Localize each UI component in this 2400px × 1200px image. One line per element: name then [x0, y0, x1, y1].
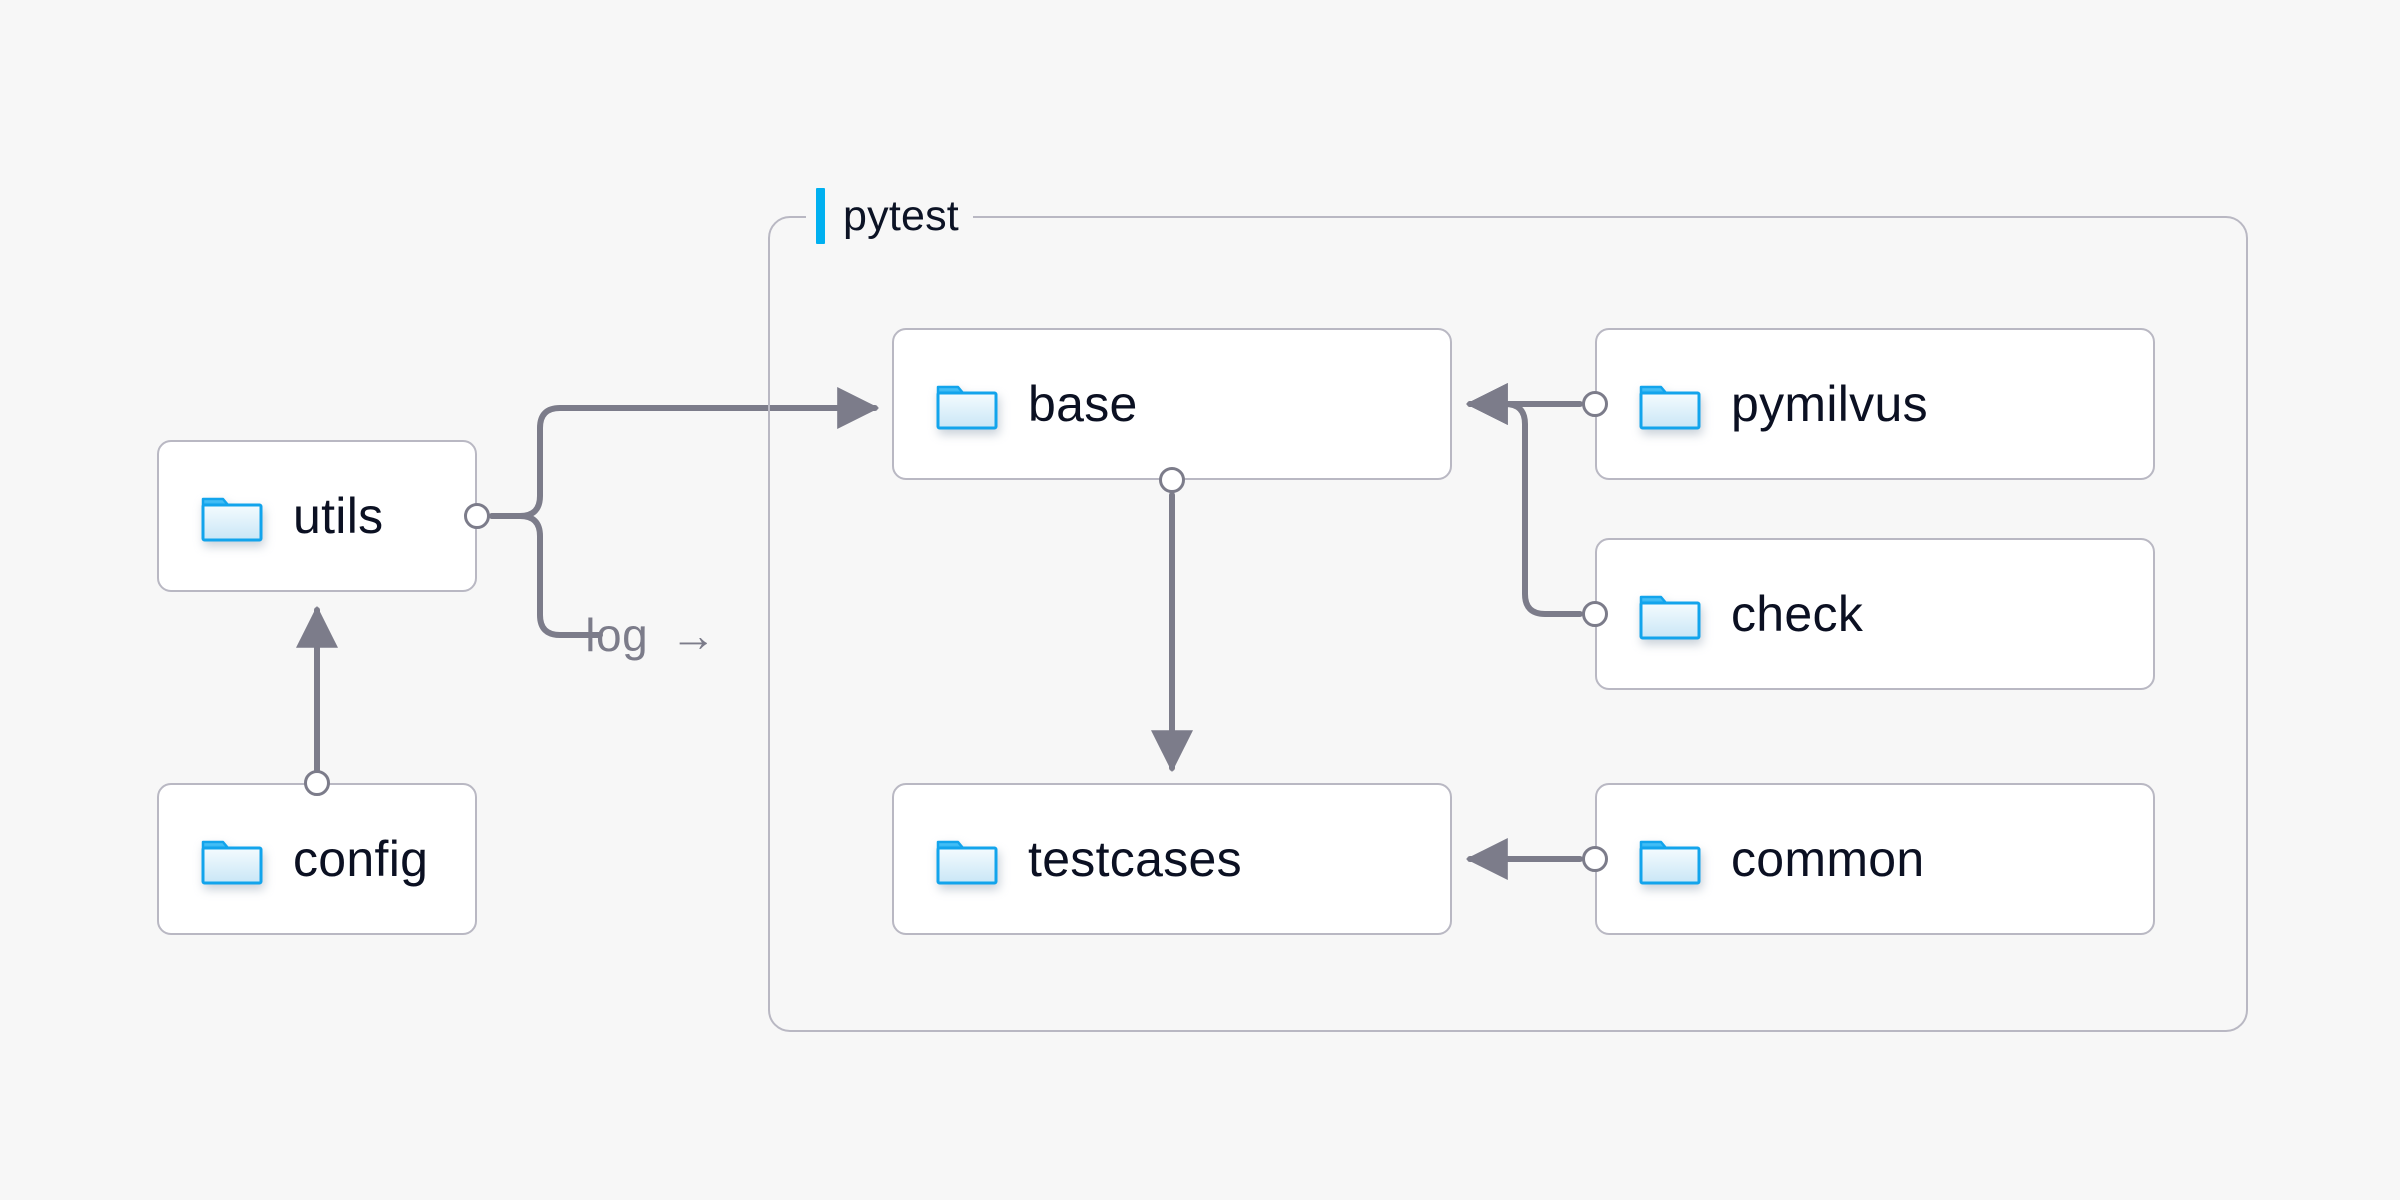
node-config-label: config — [293, 831, 429, 887]
group-pytest-label: pytest — [806, 185, 973, 247]
node-pymilvus-label: pymilvus — [1731, 376, 1928, 432]
folder-icon — [201, 833, 263, 885]
node-utils[interactable]: utils — [157, 440, 477, 592]
node-utils-label: utils — [293, 488, 384, 544]
node-check[interactable]: check — [1595, 538, 2155, 690]
node-base[interactable]: base — [892, 328, 1452, 480]
port-config-top[interactable] — [304, 770, 330, 796]
node-common-label: common — [1731, 831, 1925, 887]
port-base-bottom[interactable] — [1159, 467, 1185, 493]
folder-icon — [1639, 378, 1701, 430]
edge-label-log-text: log — [585, 609, 649, 661]
node-testcases[interactable]: testcases — [892, 783, 1452, 935]
edge-label-log-arrow-icon: → — [670, 609, 717, 661]
node-common[interactable]: common — [1595, 783, 2155, 935]
port-pymilvus-left[interactable] — [1582, 391, 1608, 417]
folder-icon — [936, 833, 998, 885]
edge-utils-log — [489, 513, 603, 638]
accent-bar-icon — [816, 188, 825, 244]
folder-icon — [1639, 588, 1701, 640]
node-check-label: check — [1731, 586, 1864, 642]
port-common-left[interactable] — [1582, 846, 1608, 872]
node-config[interactable]: config — [157, 783, 477, 935]
group-pytest — [768, 216, 2248, 1032]
group-title: pytest — [843, 191, 959, 240]
node-base-label: base — [1028, 376, 1138, 432]
port-check-left[interactable] — [1582, 601, 1608, 627]
port-utils-right[interactable] — [464, 503, 490, 529]
folder-icon — [201, 490, 263, 542]
node-pymilvus[interactable]: pymilvus — [1595, 328, 2155, 480]
folder-icon — [1639, 833, 1701, 885]
folder-icon — [936, 378, 998, 430]
edge-label-log: log → — [585, 608, 716, 662]
node-testcases-label: testcases — [1028, 831, 1242, 887]
